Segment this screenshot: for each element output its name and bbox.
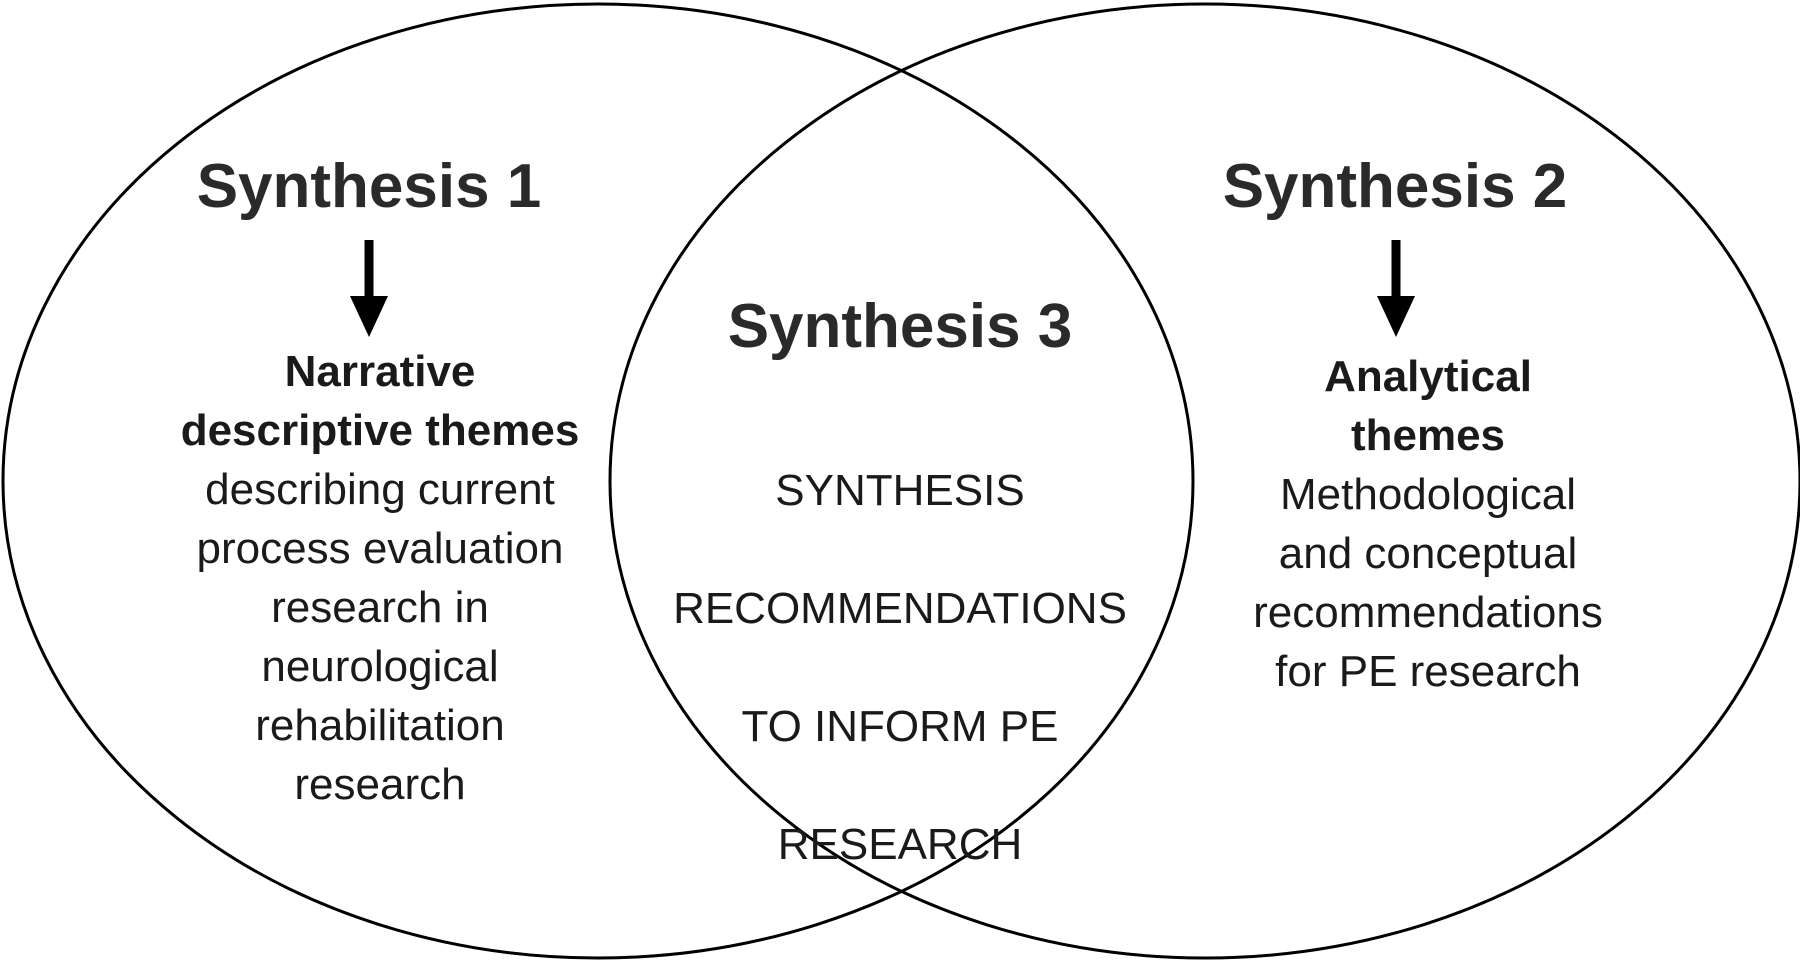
synthesis-2-description-line: and conceptual [1278, 529, 1578, 578]
synthesis-2-arrow [1377, 240, 1415, 337]
synthesis-3-description-line: TO INFORM PE [741, 702, 1059, 751]
synthesis-2-title: Synthesis 2 [1222, 152, 1568, 221]
synthesis-1-description-line: rehabilitation [255, 701, 505, 750]
synthesis-1-content: Narrative descriptive themes describing … [130, 342, 630, 814]
synthesis-1-title: Synthesis 1 [196, 152, 542, 221]
synthesis-3-description: SYNTHESIS RECOMMENDATIONS TO INFORM PE R… [640, 402, 1160, 933]
synthesis-2-description-line: recommendations [1253, 588, 1603, 637]
synthesis-1-heading-line: Narrative [284, 347, 476, 396]
synthesis-2-description-line: Methodological [1280, 470, 1576, 519]
synthesis-2-description: Methodological and conceptual recommenda… [1178, 465, 1678, 701]
synthesis-1-description-line: research in [271, 583, 489, 632]
synthesis-1-description-line: neurological [261, 642, 499, 691]
synthesis-1-description-line: process evaluation [196, 524, 564, 573]
synthesis-3-title: Synthesis 3 [727, 292, 1073, 361]
synthesis-1-description-line: research [294, 760, 466, 809]
synthesis-1-theme-heading: Narrative descriptive themes [130, 342, 630, 460]
synthesis-1-description: describing current process evaluation re… [130, 460, 630, 814]
synthesis-2-description-line: for PE research [1275, 647, 1581, 696]
synthesis-1-arrow [350, 240, 388, 337]
synthesis-1-description-line: describing current [205, 465, 555, 514]
synthesis-2-content: Analytical themes Methodological and con… [1178, 347, 1678, 701]
synthesis-2-heading-line: Analytical [1324, 352, 1532, 401]
synthesis-3-description-line: RECOMMENDATIONS [673, 584, 1127, 633]
synthesis-1-circle [1, 2, 1195, 960]
synthesis-3-description-line: RESEARCH [777, 820, 1023, 869]
synthesis-3-description-line: SYNTHESIS [775, 466, 1025, 515]
synthesis-2-theme-heading: Analytical themes [1178, 347, 1678, 465]
synthesis-2-circle [608, 2, 1800, 960]
synthesis-2-heading-line: themes [1350, 411, 1506, 460]
synthesis-1-heading-line: descriptive themes [180, 406, 580, 455]
